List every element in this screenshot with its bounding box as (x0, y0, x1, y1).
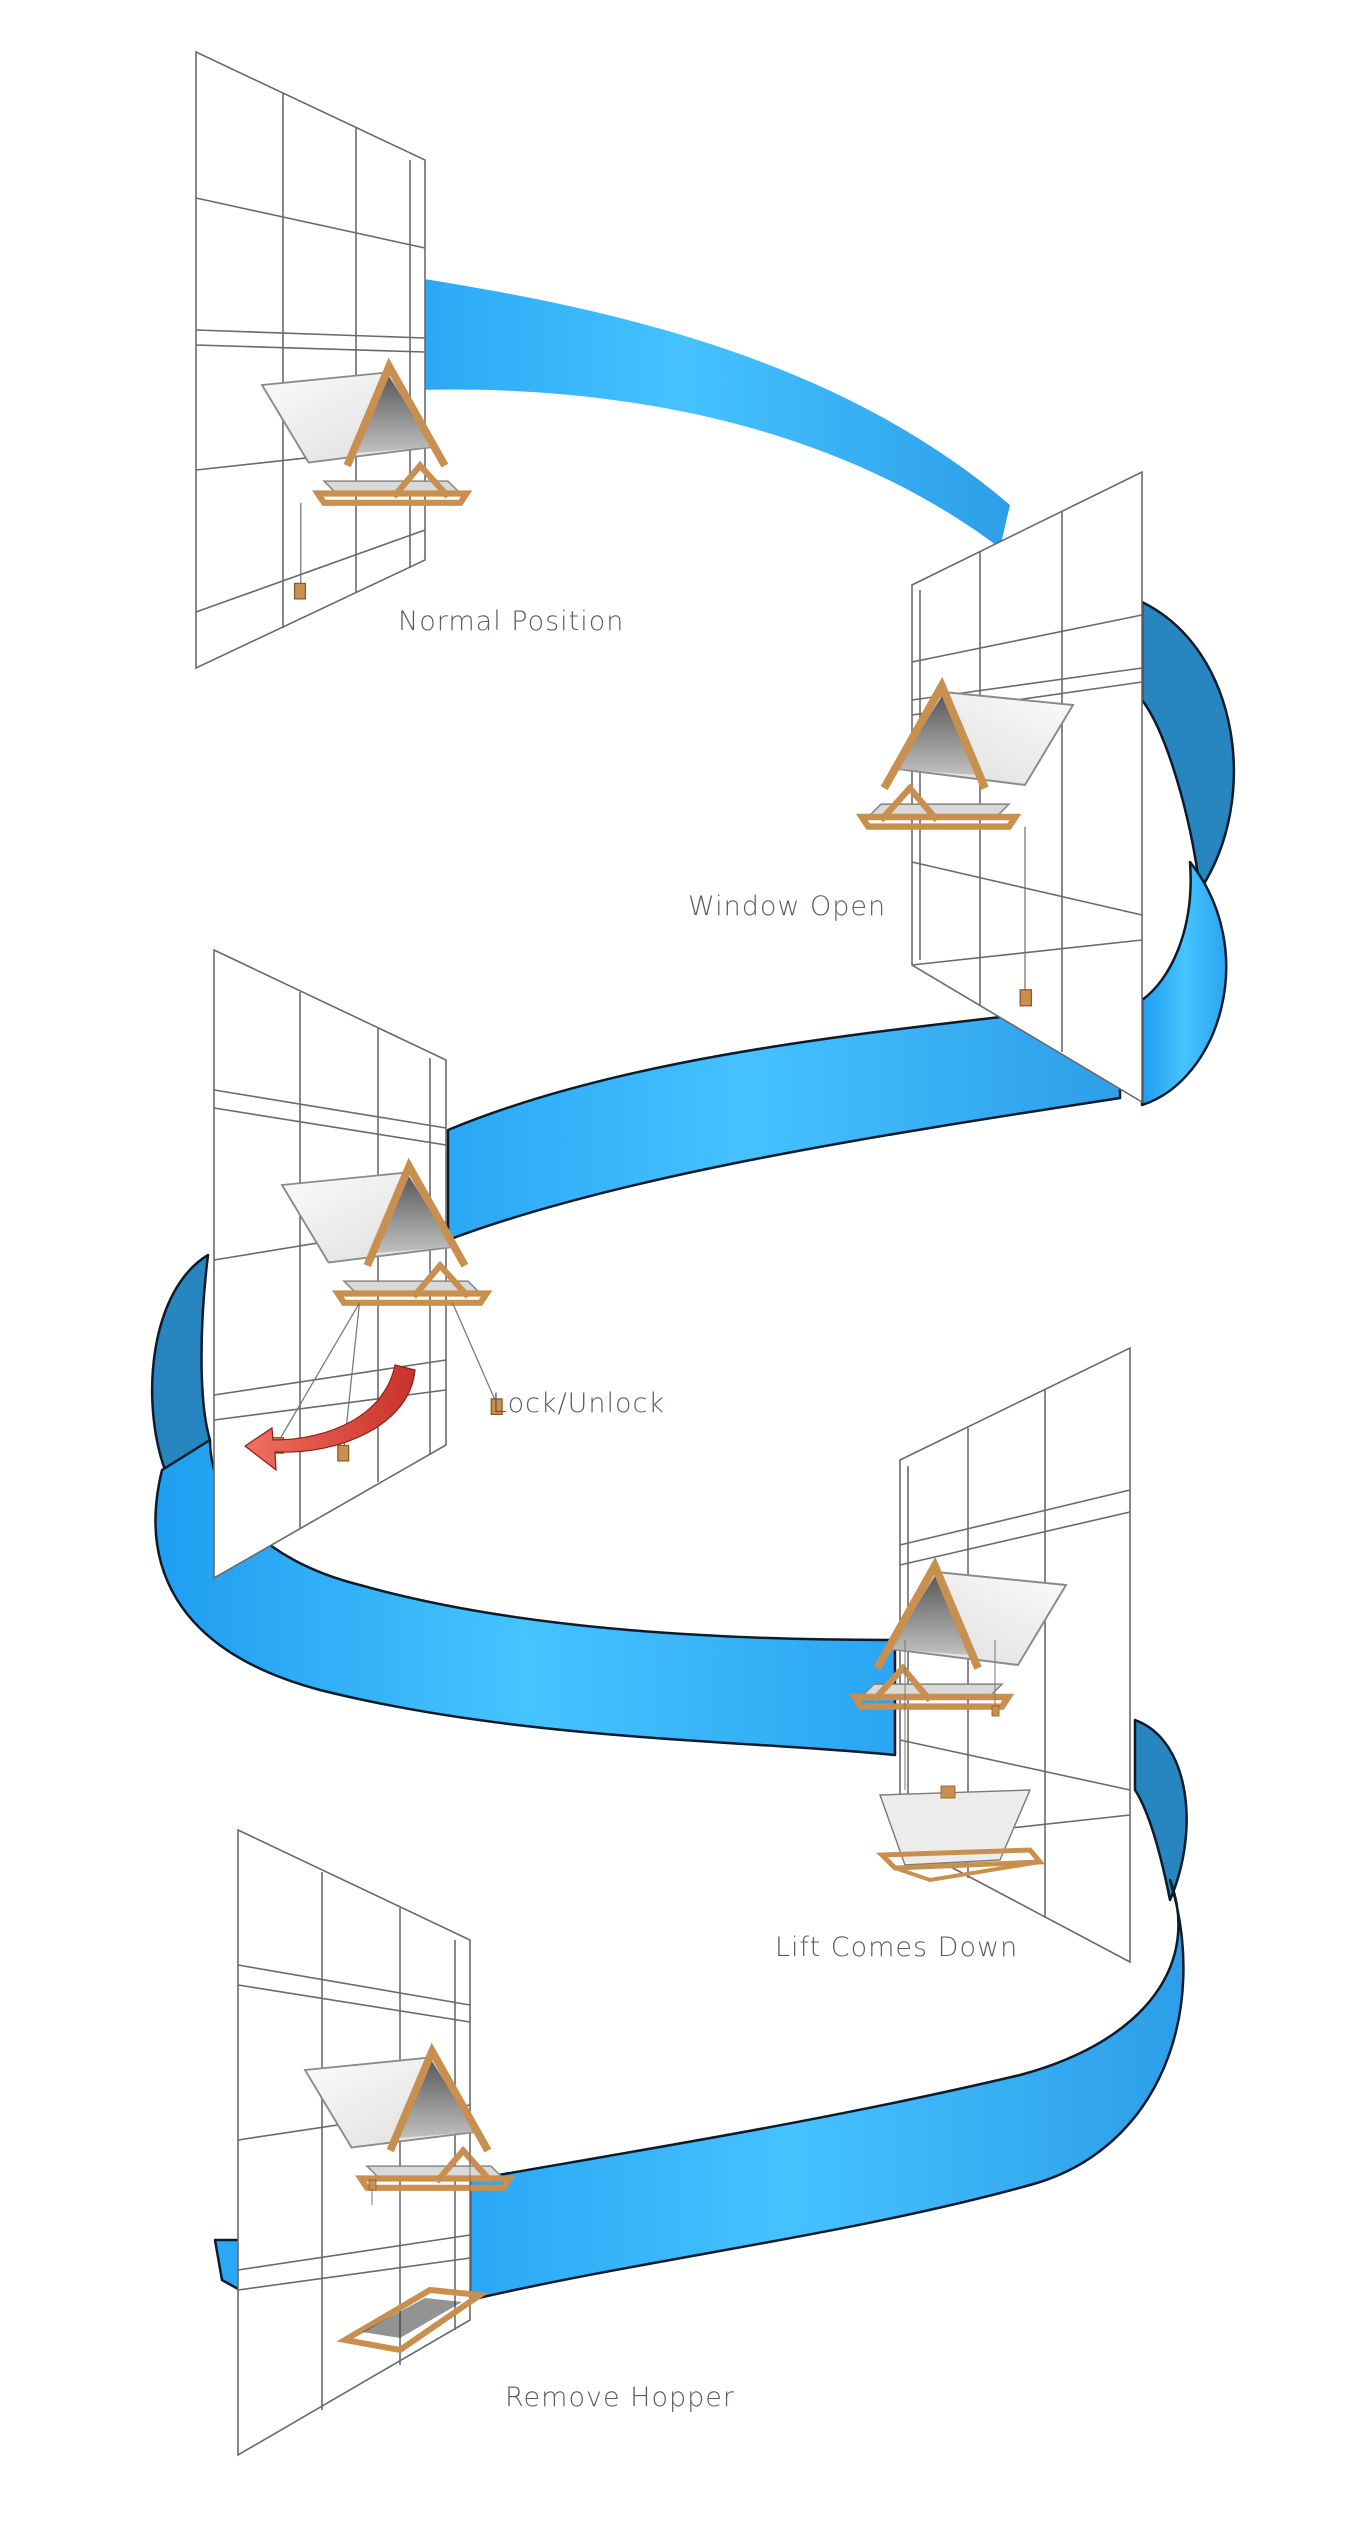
lock-unlock-arrow-icon (243, 1364, 416, 1472)
step-label-lock-unlock: Lock/Unlock (492, 1388, 666, 1419)
feeder-normal-position (262, 366, 467, 600)
ribbon-segment (1140, 600, 1235, 892)
step-label-window-open: Window Open (688, 891, 887, 922)
feeder-window-open (862, 686, 1073, 1007)
ribbon-segment (1133, 1718, 1188, 1902)
ribbon-segment (150, 1253, 212, 1472)
step-label-remove-hopper: Remove Hopper (505, 2382, 735, 2413)
ribbon-segment (1140, 860, 1228, 1107)
ribbon-segment (418, 278, 1010, 548)
step-label-lift-comes-down: Lift Comes Down (775, 1932, 1019, 1963)
feeder-remove-hopper (305, 2051, 510, 2354)
spiral-ribbon (150, 278, 1235, 2302)
frame-normal-position (195, 50, 426, 670)
frame-window-open (911, 470, 1143, 1104)
ribbon-segment (154, 1438, 897, 1757)
ribbon-segment (446, 1001, 1122, 1242)
frame-lock-unlock (213, 948, 447, 1580)
ribbon-segment (213, 2238, 242, 2292)
feeder-lift-comes-down (855, 1566, 1066, 1883)
step-label-normal-position: Normal Position (398, 606, 625, 637)
